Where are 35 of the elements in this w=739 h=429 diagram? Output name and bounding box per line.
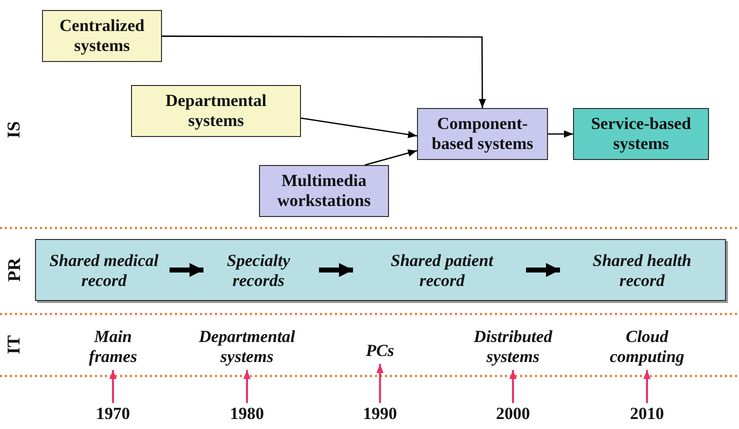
arrow (243, 370, 251, 403)
technology-label: PCs (353, 338, 407, 364)
arrow (643, 370, 651, 403)
technology-label: Departmental systems (180, 324, 314, 370)
year-text: 2000 (488, 403, 538, 425)
arrow (376, 364, 384, 403)
process-box: Multimedia workstations (259, 165, 389, 217)
arrow (300, 117, 418, 138)
year-text: 1970 (88, 403, 138, 425)
record-stage-text: Shared health record (567, 246, 717, 296)
technology-label: Distributed systems (453, 324, 573, 370)
process-box: Centralized systems (42, 10, 162, 62)
year-text: 2010 (622, 403, 672, 425)
process-box: Component-based systems (417, 108, 548, 160)
arrow (109, 370, 117, 403)
process-box: Service-based systems (573, 108, 709, 160)
record-stage-text: Shared patient record (363, 246, 521, 296)
process-box: Departmental systems (131, 85, 301, 137)
section-label: IS (4, 122, 26, 138)
record-stage-text: Specialty records (206, 246, 311, 296)
arrow (526, 263, 560, 277)
year-text: 1990 (355, 403, 405, 425)
year-text: 1980 (222, 403, 272, 425)
section-label: IT (4, 336, 26, 354)
timeline-band (35, 239, 726, 301)
arrow (319, 263, 353, 277)
arrow (548, 130, 573, 138)
arrow (364, 150, 418, 166)
arrow (162, 36, 486, 108)
arrow (170, 263, 204, 277)
technology-label: Main frames (73, 324, 153, 370)
technology-label: Cloud computing (590, 324, 704, 370)
arrow (509, 370, 517, 403)
record-stage-text: Shared medical record (39, 246, 169, 296)
section-label: PR (4, 258, 26, 282)
